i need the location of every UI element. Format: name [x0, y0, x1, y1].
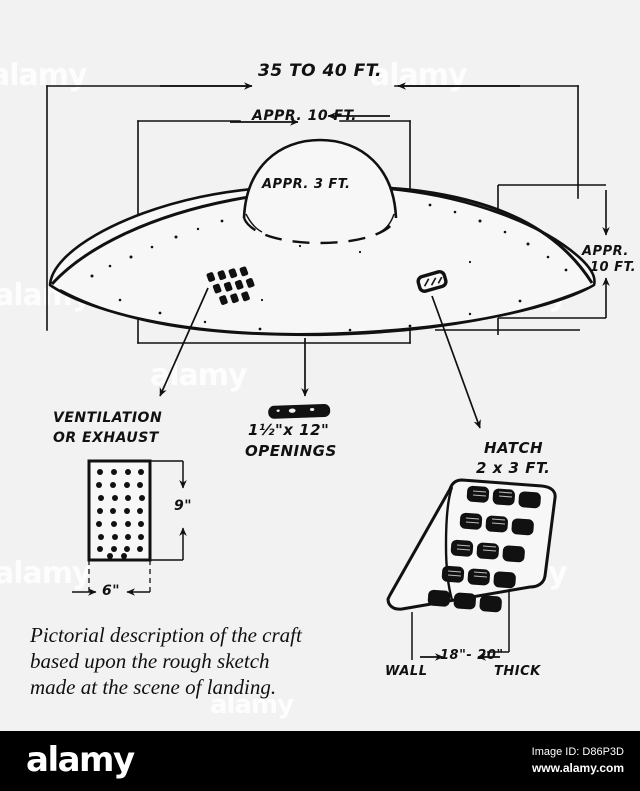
caption-line-1: Pictorial description of the craft [30, 623, 302, 647]
ufo-sketch [46, 82, 610, 661]
overall-width-label: 35 TO 40 FT. [258, 61, 382, 81]
vent-detail-height-label: 9" [174, 498, 193, 514]
wall-label: WALL [385, 664, 428, 679]
caption: Pictorial description of the craft based… [30, 622, 360, 700]
alamy-website-link[interactable]: www.alamy.com [531, 761, 624, 775]
hatch-label-line1: HATCH [484, 439, 544, 457]
craft-height-label-line1: APPR. [582, 244, 629, 259]
alamy-logo: alamy [26, 740, 135, 780]
ventilation-label-line1: VENTILATION [53, 410, 163, 426]
dome-width-label: APPR. 10 FT. [252, 108, 357, 124]
craft-height-label-line2: 10 FT. [590, 260, 637, 275]
diagram-sheet: alamy alamy alamy alamy alamy alamy alam… [0, 0, 640, 731]
wall-thickness-label: 18"- 20" [440, 648, 504, 663]
caption-line-3: made at the scene of landing. [30, 675, 277, 699]
vent-detail-width-label: 6" [102, 583, 121, 599]
openings-label: OPENINGS [245, 442, 337, 460]
alamy-footer-bar: alamy Image ID: D86P3D www.alamy.com [0, 731, 640, 791]
image-id-label: Image ID: D86P3D [531, 746, 624, 758]
hatch-label-line2: 2 x 3 FT. [476, 459, 551, 477]
opening-size-label: 1½"x 12" [248, 421, 330, 439]
thick-label: THICK [494, 664, 541, 679]
dome-height-label: APPR. 3 FT. [262, 177, 351, 192]
caption-line-2: based upon the rough sketch [30, 649, 270, 673]
ventilation-label-line2: OR EXHAUST [53, 430, 159, 446]
